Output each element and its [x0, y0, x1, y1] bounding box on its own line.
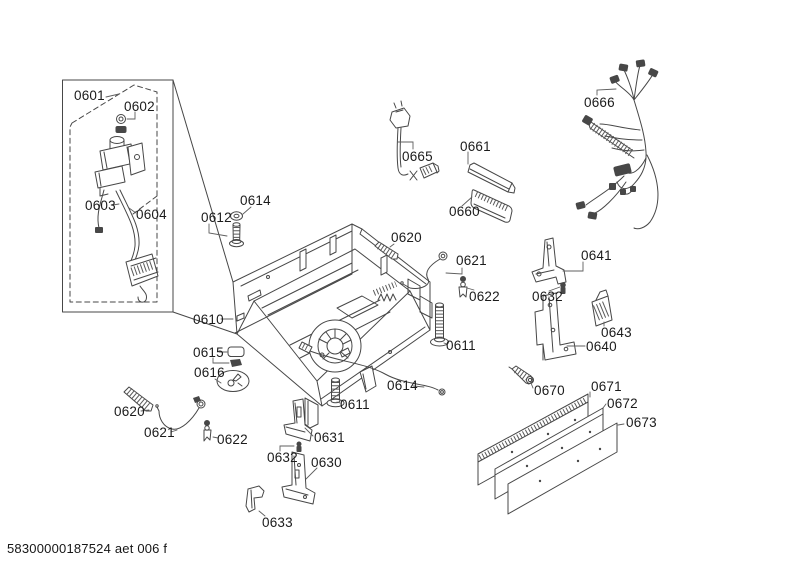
part-callout-0615: 0615	[193, 345, 224, 360]
screw-0632-right-drawing	[560, 282, 566, 294]
part-callout-0632-bottom: 0632	[267, 450, 298, 465]
block-0643-drawing	[591, 289, 613, 327]
part-callout-0671: 0671	[591, 379, 622, 394]
part-callout-0601: 0601	[74, 88, 105, 103]
strip-0620-upper-drawing	[374, 241, 399, 260]
harness-0666-drawing	[575, 59, 659, 230]
screw-0612-drawing	[229, 211, 244, 248]
bracket-0641-drawing	[531, 237, 567, 285]
part-callout-0665: 0665	[402, 149, 433, 164]
part-callout-0612: 0612	[201, 210, 232, 225]
cable-0621-lower-drawing	[155, 396, 206, 430]
trim-0661-drawing	[467, 162, 516, 194]
part-callout-0602: 0602	[124, 99, 155, 114]
cable-0614-drawing	[298, 341, 446, 396]
part-0622-lower-drawing	[203, 420, 212, 442]
part-callout-0604: 0604	[136, 207, 167, 222]
clip-0615-drawing	[227, 346, 245, 367]
bracket-0630-drawing	[281, 451, 316, 505]
part-callout-0660: 0660	[449, 204, 480, 219]
cable-0621-upper-drawing	[400, 251, 448, 289]
base-assembly-drawing	[232, 223, 433, 429]
part-callout-0614-nut: 0614	[240, 193, 271, 208]
part-callout-0661: 0661	[460, 139, 491, 154]
bracket-0631-drawing	[283, 398, 313, 442]
screw-0611-bottom-drawing	[326, 377, 345, 408]
part-callout-0630: 0630	[311, 455, 342, 470]
part-callout-0670: 0670	[534, 383, 565, 398]
part-callout-0611-right: 0611	[446, 338, 476, 353]
part-callout-0611-bottom: 0611	[340, 397, 370, 412]
callout-leader-lines	[105, 88, 625, 517]
screw-0632-bottom-drawing	[296, 441, 302, 452]
part-callout-0672: 0672	[607, 396, 638, 411]
strip-0620-lower-drawing	[123, 386, 154, 412]
part-callout-0666: 0666	[584, 95, 615, 110]
panel-0673-drawing	[507, 422, 618, 515]
pin-0670-drawing	[508, 365, 534, 385]
part-callout-0620-lower: 0620	[114, 404, 145, 419]
part-callout-0622-lower: 0622	[217, 432, 248, 447]
bracket-0640-drawing	[534, 292, 577, 361]
aquastop-assembly-drawing	[94, 114, 159, 303]
power-cord-0665-drawing	[389, 100, 440, 181]
panel-0660-drawing	[470, 189, 513, 223]
part-callout-0643: 0643	[601, 325, 632, 340]
part-callout-0614-cable: 0614	[387, 378, 418, 393]
document-code: 58300000187524 aet 006 f	[7, 541, 168, 556]
part-callout-0620-upper: 0620	[391, 230, 422, 245]
part-callout-0610: 0610	[193, 312, 224, 327]
part-callout-0621-upper: 0621	[456, 253, 487, 268]
part-callout-0640: 0640	[586, 339, 617, 354]
part-callout-0632-right: 0632	[532, 289, 563, 304]
part-callout-0616: 0616	[194, 365, 225, 380]
part-callout-0603: 0603	[85, 198, 116, 213]
part-callout-0631: 0631	[314, 430, 345, 445]
part-callout-0633: 0633	[262, 515, 293, 530]
part-callout-0641: 0641	[581, 248, 612, 263]
detail-box	[62, 79, 238, 335]
part-callout-0621-lower: 0621	[144, 425, 175, 440]
part-0622-upper-drawing	[458, 276, 468, 298]
part-callout-0673: 0673	[626, 415, 657, 430]
part-callout-0622-upper: 0622	[469, 289, 500, 304]
bracket-0633-drawing	[245, 485, 265, 513]
grommet-0616-drawing	[216, 370, 250, 392]
screw-0611-right-drawing	[430, 302, 449, 347]
